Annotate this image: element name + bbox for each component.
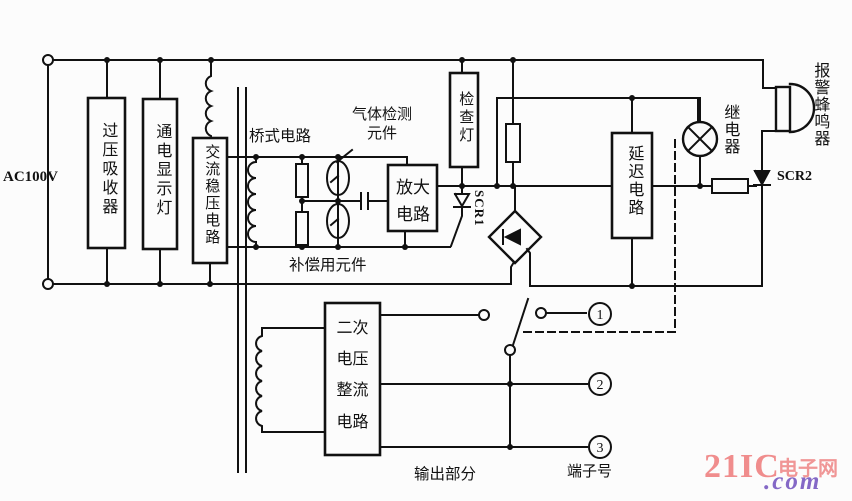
primary-winding-symbol bbox=[247, 156, 257, 248]
source-voltage-label: AC100V bbox=[3, 169, 58, 185]
watermark-brand: 21IC bbox=[704, 448, 780, 485]
output-section-label: 输出部分 bbox=[414, 466, 477, 483]
relay-label: 继电器 bbox=[721, 104, 739, 155]
amplifier-label: 放大电路 bbox=[396, 178, 430, 225]
inductor-symbol bbox=[204, 59, 214, 139]
watermark: 21IC 电子网 .com bbox=[698, 442, 852, 498]
surge-absorber-box bbox=[86, 96, 127, 250]
amplifier-box bbox=[386, 163, 439, 233]
buzzer-body bbox=[774, 85, 792, 133]
scr2-triangle-fill bbox=[753, 170, 771, 187]
series-resistor bbox=[505, 123, 521, 163]
terminal-3-number: 3 bbox=[597, 441, 604, 456]
scr2-symbol bbox=[753, 130, 771, 287]
terminal-1-circle bbox=[588, 302, 612, 326]
watermark-site: 电子网 bbox=[778, 458, 838, 480]
source-terminal-top bbox=[42, 54, 54, 66]
bridge-top-rail bbox=[226, 156, 408, 166]
terminal-number-label: 端子号 bbox=[567, 464, 613, 480]
buzzer-icon bbox=[788, 82, 816, 134]
compensation-element-label: 补偿用元件 bbox=[289, 257, 367, 274]
relay-coil-cross bbox=[686, 125, 714, 153]
delay-circuit-label: 延迟电路 bbox=[625, 145, 643, 217]
switch-contact-right bbox=[535, 307, 547, 319]
power-indicator-box bbox=[141, 97, 179, 251]
gate-resistor bbox=[711, 178, 749, 194]
ac-stabilizer-box bbox=[191, 136, 229, 265]
bridge-resistor-1 bbox=[295, 163, 309, 198]
bridge-circuit-label: 桥式电路 bbox=[249, 128, 312, 145]
junction-dots bbox=[104, 57, 703, 450]
terminal-3-circle bbox=[588, 435, 612, 459]
capacitor-symbol bbox=[360, 192, 389, 210]
rectifier-right-leg bbox=[525, 247, 531, 287]
buzzer-leads bbox=[762, 59, 777, 132]
bridge-resistor-2 bbox=[295, 211, 309, 246]
gas-sensor-pointer-line bbox=[335, 148, 354, 164]
gas-sensor-electrodes bbox=[329, 174, 340, 227]
scr1-label: SCR1 bbox=[472, 190, 487, 227]
source-terminal-bottom bbox=[42, 278, 54, 290]
ac-stabilizer-label: 交流稳压电路 bbox=[203, 144, 220, 246]
switch-contact-left bbox=[478, 309, 490, 321]
check-lamp-box bbox=[448, 71, 480, 169]
secondary-rectifier-box bbox=[323, 301, 382, 457]
secondary-winding-symbol bbox=[255, 327, 326, 433]
relay-feed-wire bbox=[496, 97, 699, 123]
power-indicator-label: 通电显示灯 bbox=[153, 123, 171, 218]
alarm-buzzer-label: 报警蜂鸣器 bbox=[811, 62, 829, 147]
transformer-core bbox=[237, 87, 247, 473]
terminal-2-number: 2 bbox=[597, 378, 604, 393]
switch-blade bbox=[511, 297, 530, 347]
check-lamp-label: 检查灯 bbox=[457, 91, 474, 145]
rectifier-left-leg bbox=[510, 260, 516, 285]
secondary-rectifier-label: 二次电压整流电路 bbox=[336, 320, 369, 431]
rectifier-diode bbox=[502, 228, 521, 246]
terminal-2-circle bbox=[588, 372, 612, 396]
gas-sensor-label: 气体检测 元件 bbox=[351, 107, 412, 142]
scr2-label: SCR2 bbox=[777, 169, 813, 184]
terminal-1-number: 1 bbox=[597, 308, 604, 323]
scr1-symbol bbox=[449, 185, 471, 248]
switch-pole-contact bbox=[504, 344, 516, 356]
watermark-domain: .com bbox=[764, 468, 822, 495]
surge-absorber-label: 过压吸收器 bbox=[99, 122, 117, 217]
relay-linkage-dashed bbox=[521, 139, 676, 333]
